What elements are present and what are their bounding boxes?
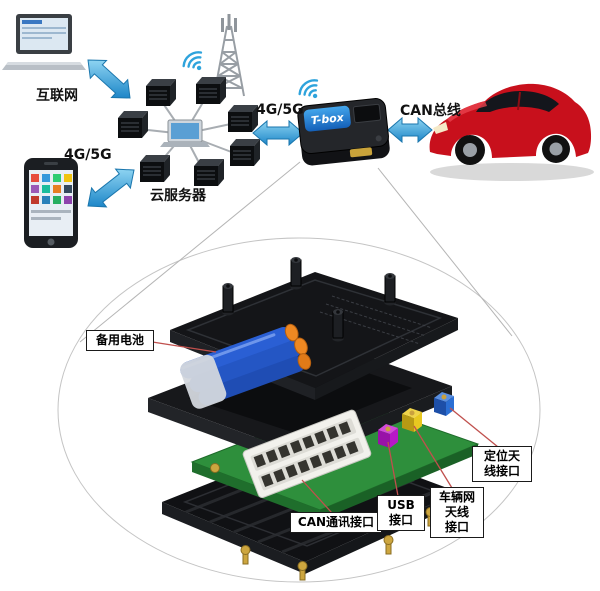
usb-port-callout: USB 接口 <box>377 495 425 531</box>
cluster-laptop <box>160 119 210 147</box>
arrows <box>87 59 433 208</box>
gps-antenna-callout: 定位天 线接口 <box>472 446 532 482</box>
leader-lines <box>145 340 499 514</box>
tbox-wifi-icon <box>295 75 323 101</box>
car-windows <box>476 91 559 112</box>
laptop <box>2 14 86 70</box>
arrow-laptop-cloud <box>87 59 131 99</box>
backup-battery <box>180 323 312 409</box>
cover-screw-posts <box>222 257 396 342</box>
tbox-link-label: 4G/5G <box>256 102 304 118</box>
cloud-server-label: 云服务器 <box>150 188 206 204</box>
battery-callout: 备用电池 <box>86 330 154 351</box>
zoom-cone-lines <box>79 161 513 343</box>
can-bus-label: CAN总线 <box>400 103 461 119</box>
can-connector <box>242 409 372 499</box>
car <box>429 83 594 181</box>
tbox-name-text: T-box <box>310 111 345 127</box>
smartphone <box>24 158 78 248</box>
usb-fakra-purple <box>378 424 398 448</box>
vehicle-fakra-yellow <box>402 408 422 432</box>
can-port-callout: CAN通讯接口 <box>290 512 382 533</box>
tower-wifi-icon <box>179 47 207 73</box>
arrow-phone-cloud <box>87 168 135 208</box>
arrow-cloud-tbox <box>252 119 304 147</box>
tbox-device: T-box <box>297 98 390 166</box>
cloud-server-cluster <box>118 77 260 186</box>
arrow-tbox-car <box>387 116 433 144</box>
gps-fakra-blue <box>434 392 454 416</box>
phone-link-label: 4G/5G <box>64 147 112 163</box>
internet-label: 互联网 <box>36 88 78 104</box>
vehicle-antenna-callout: 车辆网 天线 接口 <box>430 487 484 538</box>
